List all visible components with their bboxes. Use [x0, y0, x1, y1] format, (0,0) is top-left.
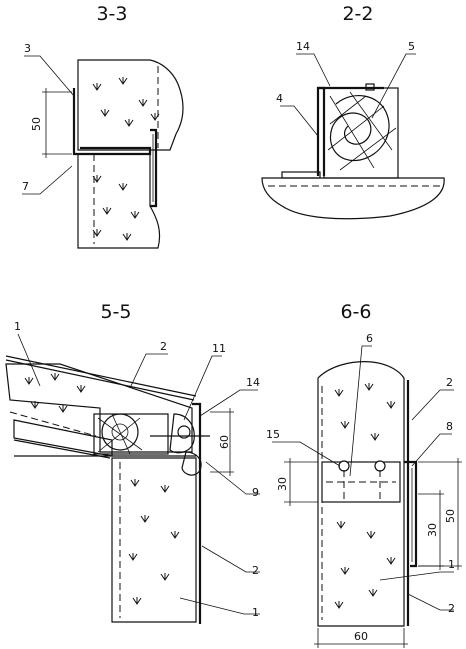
wood-grain-lines — [327, 91, 397, 171]
leader-1 — [379, 571, 454, 581]
leader-2 — [129, 353, 168, 389]
bolts — [338, 460, 386, 500]
upper-wall — [5, 363, 193, 453]
dim-50-right: 50 — [444, 509, 457, 523]
section-2-2: 2-2 14 5 4 — [261, 3, 445, 220]
roof-sheet — [5, 359, 195, 401]
leader-2-lower — [201, 545, 260, 573]
leader-5 — [371, 53, 416, 119]
timber-block — [321, 461, 401, 503]
callout-2: 2 — [446, 376, 453, 389]
dim-30-left: 30 — [276, 477, 289, 491]
callout-2-lower: 2 — [252, 564, 259, 577]
dim-30-right: 30 — [426, 523, 439, 537]
leader-14 — [199, 389, 258, 417]
callout-8: 8 — [446, 420, 453, 433]
callout-4: 4 — [276, 92, 283, 105]
section-5-5: 5-5 — [5, 301, 260, 624]
lower-wall — [111, 457, 197, 623]
section-title-2-2: 2-2 — [342, 3, 373, 25]
section-6-6: 6-6 — [266, 301, 462, 648]
lintel — [13, 419, 113, 457]
steel-angle — [72, 88, 152, 156]
wood-grain — [329, 95, 390, 162]
section-title-3-3: 3-3 — [96, 3, 127, 25]
steel-angle — [316, 86, 326, 176]
leader-4 — [280, 105, 319, 137]
callout-7: 7 — [22, 180, 29, 193]
hatch-marks — [92, 76, 160, 241]
bolt-head — [365, 83, 375, 91]
leader-2-lower — [407, 593, 454, 611]
base-plate — [281, 171, 321, 179]
leader-14 — [296, 53, 331, 87]
hatch-marks — [24, 372, 180, 605]
steel-angle — [404, 460, 418, 568]
dim-60-bottom: 60 — [354, 630, 368, 643]
timber-block — [323, 87, 399, 179]
foundation — [261, 177, 445, 220]
callout-2-lower: 2 — [448, 602, 455, 615]
wall — [317, 361, 405, 627]
leader-1-lower — [179, 597, 260, 615]
leader-2 — [411, 389, 454, 421]
section-title-5-5: 5-5 — [100, 301, 131, 323]
eave-line — [13, 439, 111, 459]
bolt — [177, 425, 191, 439]
callout-15: 15 — [266, 428, 280, 441]
callout-11: 11 — [212, 342, 226, 355]
callout-9: 9 — [252, 486, 259, 499]
wall-lower — [77, 153, 161, 249]
leader-8 — [411, 433, 452, 467]
callout-14: 14 — [296, 40, 310, 53]
callout-1: 1 — [14, 320, 21, 333]
steel-strip — [150, 128, 158, 208]
callout-14: 14 — [246, 376, 260, 389]
leader-9 — [205, 461, 260, 495]
callout-5: 5 — [408, 40, 415, 53]
callout-1-lower: 1 — [252, 606, 259, 619]
leader-7 — [22, 165, 73, 195]
roof-sheet — [5, 355, 197, 397]
wood-knot — [101, 413, 139, 451]
callout-1: 1 — [448, 558, 455, 571]
profile-element — [169, 413, 195, 454]
callout-2: 2 — [160, 340, 167, 353]
leader-1 — [17, 333, 41, 387]
section-title-6-6: 6-6 — [340, 301, 371, 323]
leader-3 — [24, 55, 75, 97]
timber-block — [93, 413, 169, 455]
callout-6: 6 — [366, 332, 373, 345]
wood-knot-core — [111, 423, 129, 441]
leader-11 — [183, 355, 222, 421]
callout-3: 3 — [24, 42, 31, 55]
wood-grain-lines — [97, 413, 143, 455]
dim-60: 60 — [218, 435, 231, 449]
leader-6 — [349, 345, 372, 477]
wall-upper — [77, 59, 184, 151]
hidden-line — [9, 411, 97, 437]
steel-angle — [192, 402, 202, 452]
section-3-3: 3-3 50 3 — [22, 3, 184, 249]
leader-15 — [272, 441, 341, 467]
dim-50: 50 — [30, 117, 43, 131]
bracket — [181, 451, 202, 476]
